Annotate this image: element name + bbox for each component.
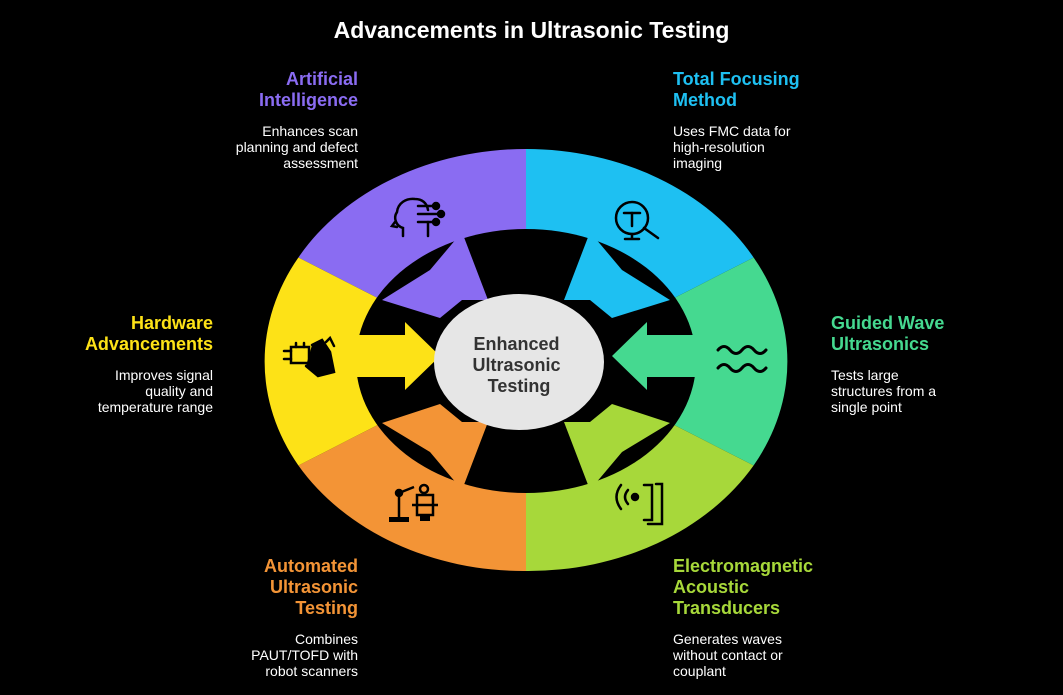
segment-emat (526, 422, 754, 572)
label-ai-title: Artificial Intelligence (258, 69, 358, 110)
hand-chip-icon (282, 335, 336, 378)
label-tfm-title: Total Focusing Method (673, 69, 800, 110)
arrow-tfm (564, 232, 670, 318)
label-automated-description: Combines PAUT/TOFD with robot scanners (251, 631, 358, 679)
arrow-emat (564, 404, 670, 490)
arrow-guided (612, 322, 697, 390)
label-automated-title: Automated Ultrasonic Testing (264, 556, 358, 618)
center-line-3: Testing (488, 376, 551, 396)
center-hub (434, 294, 604, 430)
segment-tfm (526, 148, 754, 301)
ai-head-icon (389, 197, 446, 238)
segment-guided (669, 257, 788, 466)
label-guided-title: Guided Wave Ultrasonics (831, 313, 945, 354)
label-hardware-title: Hardware Advancements (84, 313, 213, 354)
label-hardware-description: Improves signal quality and temperature … (97, 367, 213, 415)
label-automated: Automated Ultrasonic Testing Combines PA… (118, 556, 358, 679)
arrow-hardware (355, 322, 440, 390)
arrow-ai (382, 232, 488, 318)
segment-automated (298, 422, 526, 572)
arrow-automated (382, 404, 488, 490)
diagram-title: Advancements in Ultrasonic Testing (333, 17, 730, 43)
segment-ai (298, 148, 526, 301)
center-line-2: Ultrasonic (472, 355, 560, 375)
robot-arm-icon (389, 483, 438, 522)
label-emat: Electromagnetic Acoustic Transducers Gen… (673, 556, 913, 679)
arrows (355, 232, 697, 490)
label-emat-description: Generates waves without contact or coupl… (673, 631, 783, 679)
label-guided: Guided Wave Ultrasonics Tests large stru… (831, 313, 1031, 415)
center-label: Enhanced Ultrasonic Testing (472, 334, 565, 396)
label-hardware: Hardware Advancements Improves signal qu… (0, 313, 213, 415)
label-emat-title: Electromagnetic Acoustic Transducers (673, 556, 814, 618)
label-ai: Artificial Intelligence Enhances scan pl… (118, 69, 358, 171)
label-guided-description: Tests large structures from a single poi… (831, 367, 937, 415)
label-tfm: Total Focusing Method Uses FMC data for … (673, 69, 913, 171)
label-tfm-description: Uses FMC data for high-resolution imagin… (673, 123, 791, 171)
wave-icon (716, 345, 768, 373)
outer-ring (264, 148, 788, 572)
transducer-signal-icon (615, 482, 664, 526)
center-line-1: Enhanced (473, 334, 559, 354)
label-ai-description: Enhances scan planning and defect assess… (235, 123, 358, 171)
magnifier-screen-icon (614, 200, 660, 241)
